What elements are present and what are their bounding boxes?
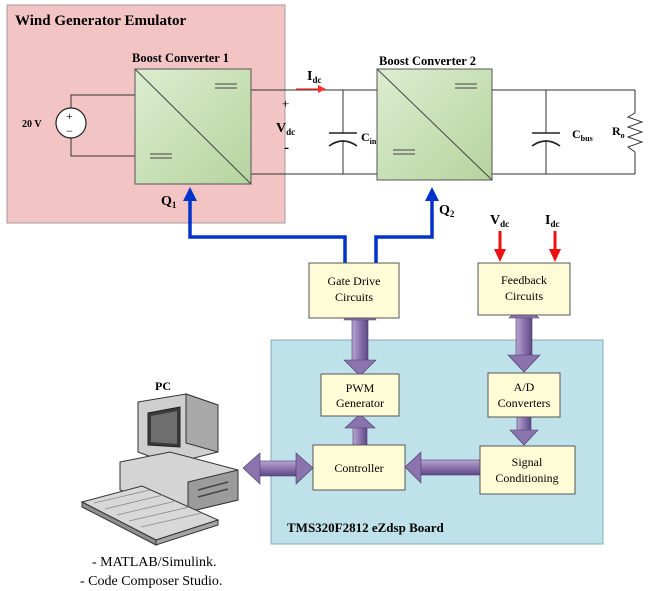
feedback-idc-label: Idc [545,213,559,229]
gate-drive-block: Gate Drive Circuits [308,262,400,319]
feedback-vdc-label: Vdc [490,213,509,229]
adc-block: A/D Converters [487,372,561,418]
gate-signal-q1 [183,187,347,264]
source-minus: − [66,124,73,138]
cin-capacitor [328,132,358,147]
emulator-title: Wind Generator Emulator [15,13,186,29]
software-item-1: - MATLAB/Simulink. [92,555,216,570]
idc-current-arrow [296,85,326,93]
converter2-label: Boost Converter 2 [379,54,476,68]
bus-controller-pwm [344,413,376,446]
controller-block: Controller [312,444,406,491]
gate-signal-q2 [374,187,439,264]
pwm-line1: PWM [346,381,375,395]
source-label: 20 V [22,119,42,130]
adc-line2: Converters [498,396,551,410]
voltage-source [55,107,87,139]
q1-label: Q1 [161,194,177,210]
feedback-line1: Feedback [501,273,547,287]
feedback-line2: Circuits [505,289,543,303]
q2-label: Q2 [439,203,455,219]
source-plus: + [66,109,73,123]
signal-line1: Signal [512,455,543,469]
vdc-plus: + [282,96,289,111]
cbus-label: Cbus [572,127,593,143]
software-item-2: - Code Composer Studio. [80,574,222,589]
vdc-label: Vdc [276,121,295,137]
bus-signal-controller [404,451,481,484]
adc-line1: A/D [514,380,535,394]
signal-line2: Conditioning [495,471,558,485]
controller-label: Controller [334,461,383,475]
converter1-label: Boost Converter 1 [132,51,229,65]
cbus-capacitor [531,132,561,147]
feedback-block: Feedback Circuits [477,262,571,316]
vdc-minus: - [284,140,289,156]
feedback-vdc-arrow [494,231,506,262]
cin-label: Cin [361,130,377,146]
idc-label: Idc [307,69,321,85]
pc-icon [80,393,239,546]
pwm-generator-block: PWM Generator [320,373,400,417]
pwm-line2: Generator [336,396,384,410]
power-wiring [70,89,644,175]
dsp-board-label: TMS320F2812 eZdsp Board [287,520,445,535]
dsp-board-box [270,339,604,545]
ro-label: Ro [612,124,625,140]
gate-drive-line2: Circuits [335,290,373,304]
signal-conditioning-block: Signal Conditioning [479,445,576,495]
gate-drive-line1: Gate Drive [328,274,381,288]
pc-label: PC [155,379,171,393]
feedback-idc-arrow [549,231,561,262]
bus-pc-controller [242,452,314,485]
